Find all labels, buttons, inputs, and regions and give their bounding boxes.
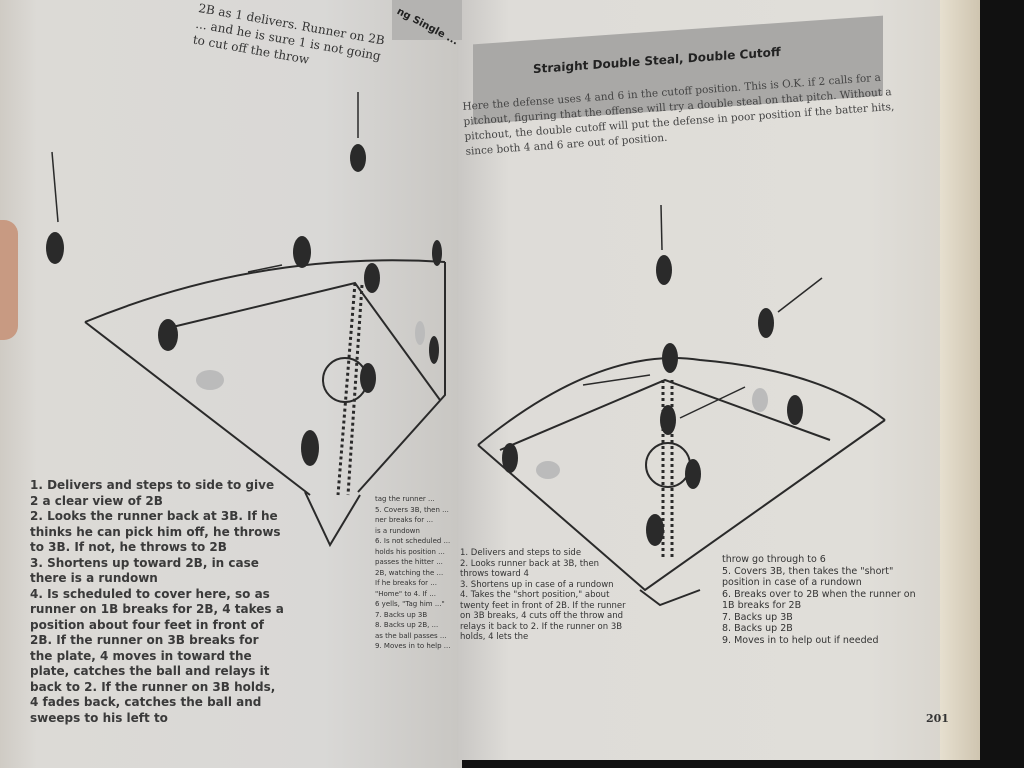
list-item: 7. Backs up 3B — [722, 611, 793, 623]
list-item: 4. Takes the "short position," about twe… — [460, 590, 626, 642]
right-steps-list: 1. Delivers and steps to side 2. Looks r… — [460, 548, 630, 643]
list-item: 1. Delivers and steps to side to give 2 … — [30, 478, 275, 508]
section-title: Straight Double Steal, Double Cutoff — [533, 44, 781, 77]
thumb — [0, 220, 18, 340]
player-figure — [429, 336, 439, 364]
right-steps-list-2: throw go through to 6 5. Covers 3B, then… — [722, 554, 922, 646]
list-item: 5. Covers 3B, then takes the "short" pos… — [722, 565, 894, 589]
left-page — [0, 0, 462, 768]
player-figure — [787, 395, 803, 425]
list-item: as the ball passes ... — [375, 631, 447, 640]
left-steps-list: 1. Delivers and steps to side to give 2 … — [30, 478, 285, 726]
list-item: ner breaks for ... — [375, 516, 434, 524]
left-players — [46, 144, 442, 466]
left-running-head-banner: ng Single ... — [392, 0, 462, 48]
player-figure — [158, 319, 178, 351]
list-item: 6. Is not scheduled ... — [375, 537, 450, 545]
list-item: throw go through to 6 — [722, 554, 826, 565]
runner-figures — [196, 321, 768, 479]
list-item: 1. Delivers and steps to side — [460, 548, 582, 558]
left-field-diagram — [51, 92, 446, 548]
list-item: 6 yells, "Tag him ..." — [375, 600, 445, 608]
right-page — [458, 0, 970, 760]
player-figure — [364, 263, 380, 293]
player-figure — [432, 240, 442, 266]
list-item: 3. Shortens up toward 2B, in case there … — [30, 555, 259, 586]
list-item: 2B, watching the ... — [375, 568, 444, 577]
list-item: 9. Moves in to help ... — [375, 642, 450, 650]
player-figure — [301, 430, 319, 466]
list-item: 2. Looks the runner back at 3B. If he th… — [30, 509, 281, 554]
player-figure — [662, 343, 678, 373]
player-figure — [646, 514, 664, 546]
list-item: 9. Moves in to help out if needed — [722, 634, 879, 646]
list-item: If he breaks for ... — [375, 579, 437, 587]
list-item: is a rundown — [375, 526, 420, 535]
player-figure — [758, 308, 774, 338]
list-item: holds his position ... — [375, 547, 445, 556]
list-item: 5. Covers 3B, then ... — [375, 505, 449, 514]
list-item: 8. Backs up 2B, ... — [375, 621, 439, 629]
player-figure — [46, 232, 64, 264]
list-item: "Home" to 4. If ... — [375, 589, 436, 598]
list-item: 4. Is scheduled to cover here, so as run… — [30, 586, 284, 725]
list-item: tag the runner ... — [375, 495, 435, 503]
list-item: 3. Shortens up in case of a rundown — [460, 579, 614, 590]
right-field-diagram — [477, 204, 886, 607]
player-figure — [685, 459, 701, 489]
page-number: 201 — [926, 712, 949, 725]
list-item: 7. Backs up 3B — [375, 610, 428, 619]
player-figure — [660, 405, 676, 435]
player-figure — [360, 363, 376, 393]
player-figure — [502, 443, 518, 473]
left-steps-list-2: tag the runner ... 5. Covers 3B, then ..… — [375, 494, 450, 652]
player-figure — [293, 236, 311, 268]
list-item: 2. Looks runner back at 3B, then throws … — [460, 558, 600, 580]
right-players — [502, 255, 803, 546]
page-edges — [940, 0, 980, 760]
list-item: 6. Breaks over to 2B when the runner on … — [722, 588, 916, 612]
list-item: 8. Backs up 2B — [722, 623, 793, 634]
list-item: passes the hitter ... — [375, 558, 443, 566]
player-figure — [656, 255, 672, 285]
player-figure — [350, 144, 366, 172]
